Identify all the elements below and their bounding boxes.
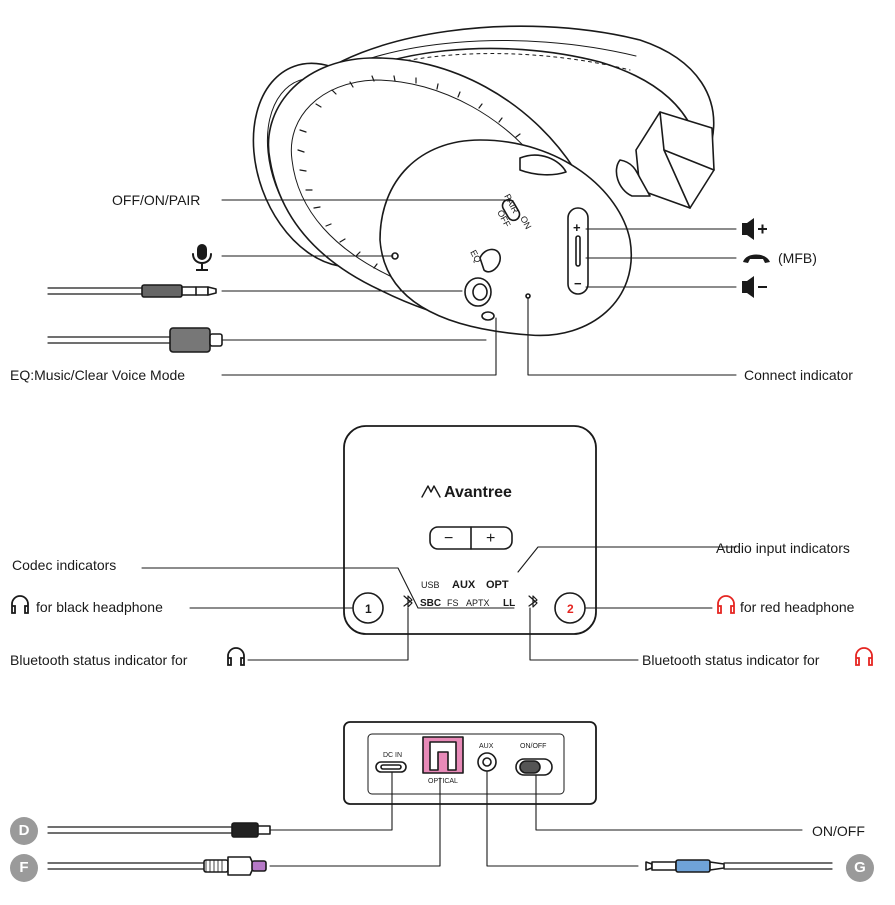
input-aux-text: AUX [452, 579, 476, 591]
optical-cable-illustration [47, 856, 267, 876]
transmitter-back-illustration [343, 721, 597, 805]
black-headphone-icon [11, 595, 29, 614]
headphone-icon-left [227, 647, 245, 666]
transmitter-front-illustration [343, 425, 597, 635]
red-headphone-icon [717, 595, 735, 614]
channel-2-text: 2 [567, 602, 574, 616]
red-headphone-icon-right [855, 647, 873, 666]
vol-up-symbol: + [573, 220, 581, 235]
optical-text: OPTICAL [428, 778, 458, 785]
on-off-port-text: ON/OFF [520, 743, 546, 750]
plus-button-label: + [486, 530, 495, 547]
channel-1-text: 1 [365, 602, 372, 616]
vol-down-symbol: − [574, 276, 582, 291]
usb-cable-illustration [47, 327, 223, 353]
mfb-label: (MFB) [778, 250, 817, 266]
badge-g: G [846, 854, 874, 882]
bt-status-right-label: Bluetooth status indicator for [642, 652, 820, 668]
aux-port-text: AUX [479, 743, 494, 750]
input-usb-text: USB [421, 580, 440, 590]
bt-status-left-label: Bluetooth status indicator for [10, 652, 188, 668]
dc-in-text: DC IN [383, 752, 402, 759]
aux-cable-g-illustration [645, 859, 833, 873]
volume-up-icon [742, 218, 767, 240]
microphone-icon [192, 244, 212, 271]
codec-indicators-label: Codec indicators [12, 557, 117, 573]
audio-input-indicators-label: Audio input indicators [716, 540, 850, 556]
volume-down-icon [742, 276, 767, 298]
eq-mode-label: EQ:Music/Clear Voice Mode [10, 367, 186, 383]
brand-name: Avantree [444, 484, 512, 501]
dc-cable-illustration [47, 822, 271, 838]
phone-handset-icon [743, 254, 770, 263]
badge-d: D [10, 817, 38, 845]
red-headphone-label: for red headphone [740, 599, 855, 615]
black-headphone-label: for black headphone [36, 599, 163, 615]
minus-button-label: − [444, 530, 453, 547]
headphone-illustration [252, 25, 715, 337]
codec-ll-text: LL [503, 598, 515, 609]
aux-cable-illustration [47, 284, 217, 298]
on-off-label: ON/OFF [812, 823, 865, 839]
codec-fs-text: FS [447, 598, 459, 608]
codec-aptx-text: APTX [466, 598, 490, 608]
input-opt-text: OPT [486, 579, 509, 591]
power-switch-label: OFF/ON/PAIR [112, 192, 201, 208]
connect-indicator-label: Connect indicator [744, 367, 853, 383]
badge-f: F [10, 854, 38, 882]
codec-sbc-text: SBC [420, 598, 441, 609]
